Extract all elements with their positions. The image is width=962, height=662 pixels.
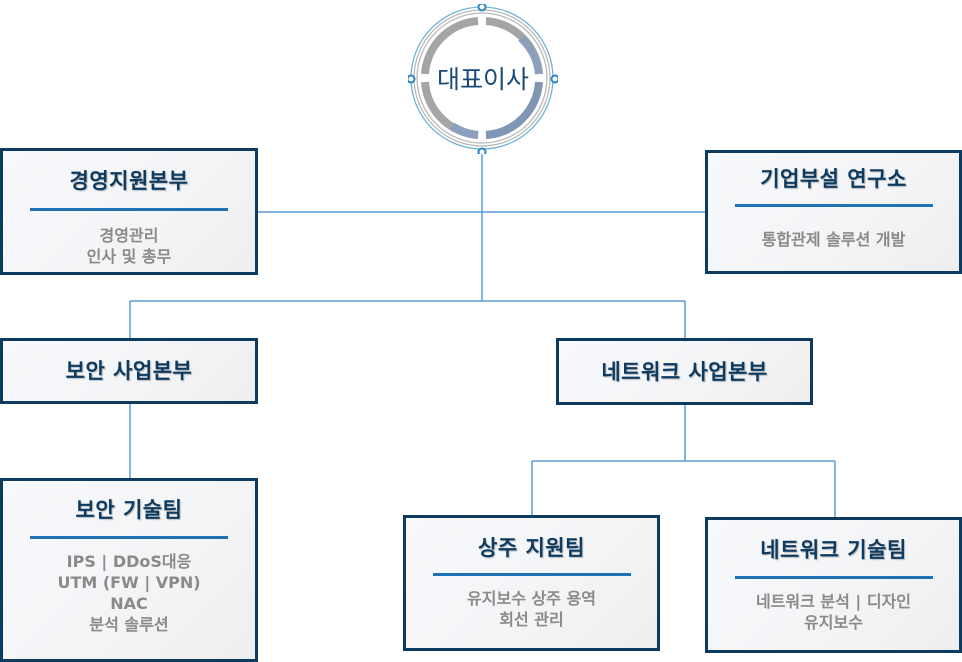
research-lab-node[interactable]: 기업부설 연구소 통합관제 솔루션 개발 (705, 150, 962, 274)
network-tech-team-line: 유지보수 (804, 613, 863, 632)
management-support-node[interactable]: 경영지원본부 경영관리 인사 및 총무 (0, 148, 258, 275)
security-tech-team-line: IPS | DDoS대응 (66, 552, 192, 571)
network-tech-team-title: 네트워크 기술팀 (760, 538, 907, 562)
ceo-ring-icon (406, 2, 560, 157)
title-underline (734, 204, 933, 207)
onsite-support-team-node[interactable]: 상주 지원팀 유지보수 상주 용역 회선 관리 (403, 515, 660, 651)
management-support-title: 경영지원본부 (69, 169, 189, 193)
ceo-label: 대표이사 (436, 65, 529, 94)
management-support-line: 인사 및 총무 (86, 247, 172, 266)
security-tech-team-title: 보안 기술팀 (75, 498, 183, 522)
security-division-node[interactable]: 보안 사업본부 (0, 338, 258, 404)
onsite-support-team-title: 상주 지원팀 (478, 536, 585, 560)
onsite-support-team-line: 유지보수 상주 용역 (467, 589, 596, 608)
network-division-title: 네트워크 사업본부 (601, 359, 768, 384)
title-underline (734, 576, 933, 579)
network-tech-team-node[interactable]: 네트워크 기술팀 네트워크 분석 | 디자인 유지보수 (705, 517, 962, 653)
security-tech-team-node[interactable]: 보안 기술팀 IPS | DDoS대응 UTM (FW | VPN) NAC 분… (0, 478, 258, 662)
network-tech-team-line: 네트워크 분석 | 디자인 (755, 592, 912, 611)
management-support-line: 경영관리 (99, 226, 159, 245)
title-underline (432, 573, 631, 576)
ceo-node[interactable]: 대표이사 (406, 2, 560, 157)
title-underline (30, 208, 228, 211)
onsite-support-team-line: 회선 관리 (499, 610, 564, 629)
network-division-node[interactable]: 네트워크 사업본부 (556, 338, 813, 405)
security-tech-team-line: UTM (FW | VPN) (57, 573, 201, 592)
title-underline (30, 536, 228, 539)
security-tech-team-line: 분석 솔루션 (89, 615, 169, 634)
research-lab-line: 통합관제 솔루션 개발 (761, 230, 906, 249)
research-lab-title: 기업부설 연구소 (760, 167, 907, 191)
security-tech-team-line: NAC (110, 594, 148, 613)
security-division-title: 보안 사업본부 (65, 359, 193, 383)
